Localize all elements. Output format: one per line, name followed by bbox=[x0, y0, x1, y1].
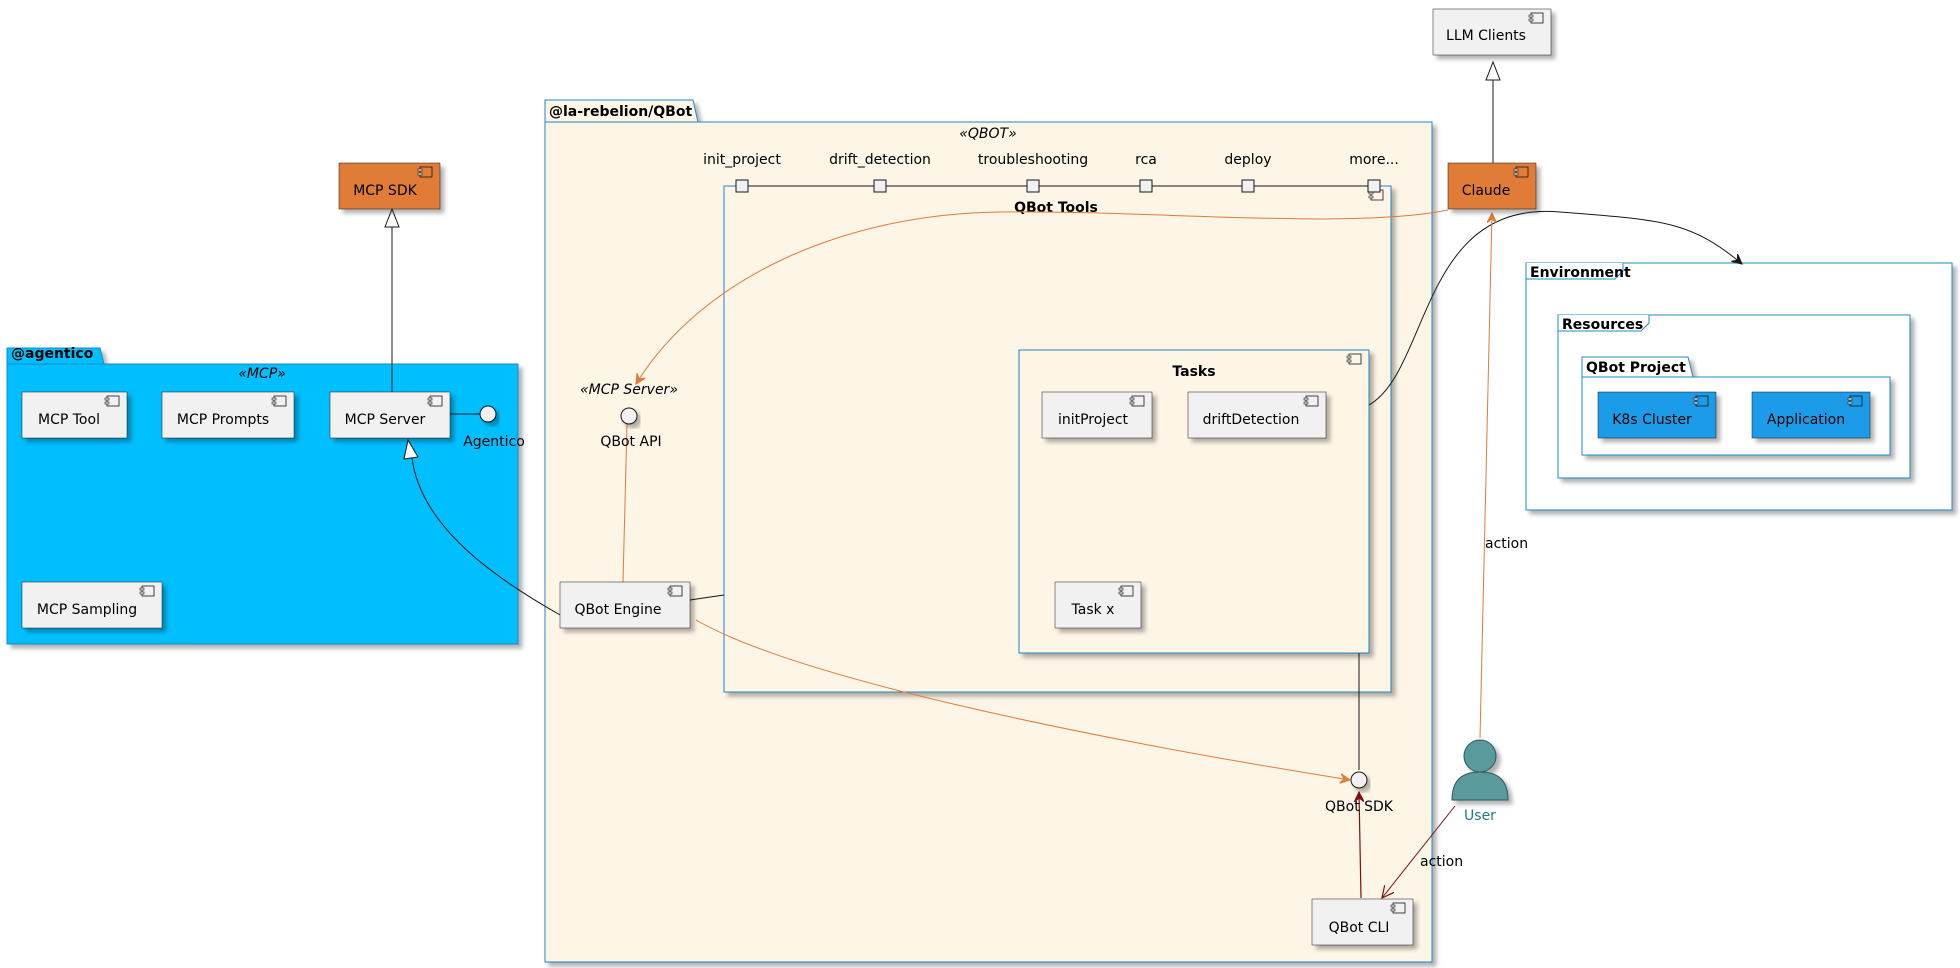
svg-text:troubleshooting: troubleshooting bbox=[978, 152, 1088, 168]
qbot-project-title: QBot Project bbox=[1586, 360, 1686, 376]
interface-qbot-api: «MCP Server» QBot API bbox=[580, 382, 678, 450]
package-qbot-title: @la-rebelion/QBot bbox=[549, 104, 692, 120]
edge-cli-to-sdk bbox=[1359, 792, 1361, 899]
component-llm-clients: LLM Clients bbox=[1432, 8, 1552, 56]
component-init-project: initProject bbox=[1041, 391, 1153, 439]
resources-title: Resources bbox=[1562, 317, 1643, 333]
actor-user-label: User bbox=[1464, 808, 1496, 824]
edge-claude-extends-llm-clients bbox=[1485, 60, 1501, 163]
port-drift-detection: drift_detection bbox=[829, 152, 931, 193]
qbot-tools-title: QBot Tools bbox=[1014, 200, 1098, 216]
port-troubleshooting: troubleshooting bbox=[978, 152, 1088, 193]
component-mcp-sampling: MCP Sampling bbox=[21, 581, 163, 629]
svg-text:MCP SDK: MCP SDK bbox=[353, 183, 417, 199]
svg-text:Agentico: Agentico bbox=[463, 434, 525, 450]
component-application: Application bbox=[1751, 391, 1871, 439]
svg-text:deploy: deploy bbox=[1224, 152, 1271, 168]
svg-text:LLM Clients: LLM Clients bbox=[1446, 28, 1526, 44]
port-init-project: init_project bbox=[703, 152, 781, 193]
component-claude: Claude bbox=[1447, 162, 1537, 210]
edge-mcp-server-extends-sdk bbox=[384, 207, 400, 392]
package-qbot-stereotype: «QBOT» bbox=[959, 126, 1016, 142]
svg-text:K8s Cluster: K8s Cluster bbox=[1612, 412, 1692, 428]
component-mcp-tool: MCP Tool bbox=[21, 391, 128, 439]
svg-text:rca: rca bbox=[1135, 152, 1157, 168]
svg-text:init_project: init_project bbox=[703, 152, 781, 168]
port-rca: rca bbox=[1135, 152, 1157, 193]
port-deploy: deploy bbox=[1224, 152, 1272, 193]
component-mcp-prompts: MCP Prompts bbox=[161, 391, 295, 439]
component-qbot-engine: QBot Engine bbox=[559, 581, 691, 629]
svg-text:MCP Prompts: MCP Prompts bbox=[177, 412, 269, 428]
svg-text:MCP Sampling: MCP Sampling bbox=[37, 602, 137, 618]
svg-text:Task x: Task x bbox=[1071, 602, 1115, 618]
svg-text:more...: more... bbox=[1349, 152, 1399, 168]
svg-text:Claude: Claude bbox=[1462, 183, 1511, 199]
component-mcp-server: MCP Server bbox=[329, 391, 451, 439]
svg-text:QBot CLI: QBot CLI bbox=[1329, 920, 1390, 936]
component-task-x: Task x bbox=[1054, 581, 1142, 629]
edge-tasks-to-environment bbox=[1368, 211, 1742, 406]
interface-agentico: Agentico bbox=[463, 405, 525, 450]
svg-text:QBot SDK: QBot SDK bbox=[1325, 799, 1394, 815]
edge-claude-to-qbot-api bbox=[636, 209, 1449, 384]
tasks-title: Tasks bbox=[1172, 364, 1215, 380]
svg-text:drift_detection: drift_detection bbox=[829, 152, 931, 168]
svg-text:Application: Application bbox=[1767, 412, 1845, 428]
component-drift-detection: driftDetection bbox=[1187, 391, 1327, 439]
component-k8s-cluster: K8s Cluster bbox=[1597, 391, 1717, 439]
package-agentico-title: @agentico bbox=[11, 346, 94, 362]
edge-qbot-api-engine bbox=[622, 423, 628, 583]
svg-text:driftDetection: driftDetection bbox=[1203, 412, 1300, 428]
svg-text:initProject: initProject bbox=[1058, 412, 1129, 428]
svg-text:QBot Engine: QBot Engine bbox=[574, 602, 661, 618]
edge-user-cli-label: action bbox=[1420, 854, 1463, 870]
component-mcp-sdk: MCP SDK bbox=[338, 162, 441, 210]
svg-text:MCP Server: MCP Server bbox=[345, 412, 426, 428]
environment-title: Environment bbox=[1530, 265, 1631, 281]
user-icon bbox=[1451, 739, 1509, 801]
actor-user: User bbox=[1451, 739, 1509, 824]
svg-text:MCP Tool: MCP Tool bbox=[38, 412, 100, 428]
port-more: more... bbox=[1349, 152, 1399, 193]
edge-user-claude-label: action bbox=[1485, 536, 1528, 552]
svg-text:QBot API: QBot API bbox=[600, 434, 661, 450]
edge-user-to-cli: action bbox=[1382, 805, 1463, 898]
component-qbot-cli: QBot CLI bbox=[1311, 898, 1414, 946]
edge-qbot-engine-extends-mcp-server bbox=[403, 438, 563, 617]
interface-qbot-sdk: QBot SDK bbox=[1325, 771, 1394, 815]
svg-text:«MCP Server»: «MCP Server» bbox=[580, 382, 678, 398]
edge-user-to-claude: action bbox=[1479, 213, 1528, 739]
edge-engine-to-sdk bbox=[695, 619, 1350, 780]
edge-engine-tools bbox=[689, 594, 725, 601]
package-agentico-stereotype: «MCP» bbox=[238, 366, 286, 382]
